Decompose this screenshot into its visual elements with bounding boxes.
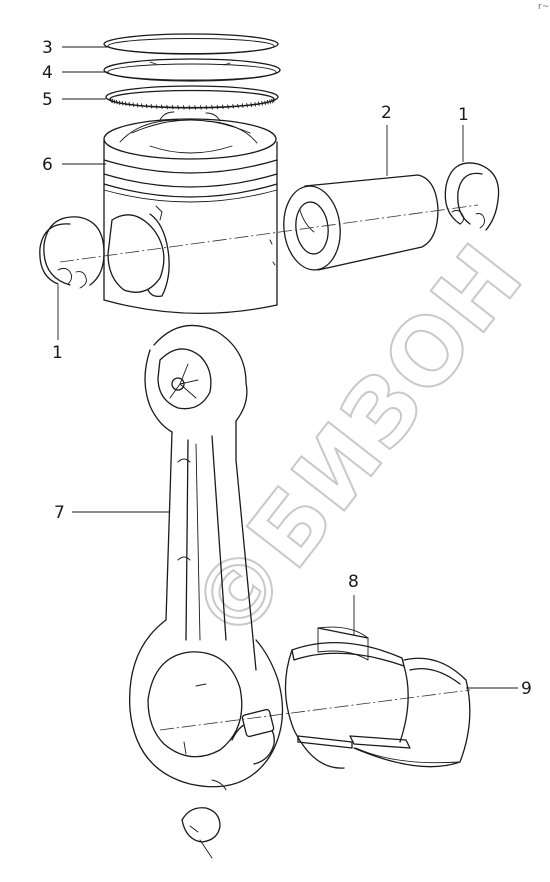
piston-pin [283,174,439,271]
oil-ring-coil-mark [250,102,253,108]
oil-ring-coil-mark [110,98,112,103]
snap-ring-left [39,216,105,289]
oil-ring-coil-mark [205,105,208,110]
oil-ring-coil-mark [188,105,191,110]
bearing-shell-9 [349,657,471,768]
oil-ring-coil-mark [216,104,219,110]
oil-ring-coil-mark [161,104,163,110]
oil-ring-coil-mark [246,102,248,108]
oil-ring-coil-mark [150,104,153,109]
leader-lines [57,46,518,689]
oil-ring-coil-mark [267,99,269,105]
oil-ring-coil-mark [254,102,256,107]
watermark: ©БИЗОН [169,223,546,663]
callout-1-left: 1 [52,343,63,363]
callout-4: 4 [42,63,53,83]
oil-ring-coil-mark [200,105,202,110]
oil-ring-coil-mark [145,103,148,109]
watermark-text: ©БИЗОН [170,224,545,662]
callout-7: 7 [54,503,65,523]
oil-ring-coil-mark [111,98,114,104]
oil-ring-coil-mark [272,98,275,103]
oil-ring-coil-mark [155,104,158,109]
piston-6 [103,111,278,315]
callout-3: 3 [42,38,53,58]
oil-ring-coil-mark [241,103,244,108]
oil-ring-coil-mark [261,101,263,106]
oil-ring-coil-mark [113,99,116,104]
crank-axis-line [159,689,471,731]
oil-ring-coil-mark [269,99,271,104]
oil-ring-coil-mark [258,101,260,107]
oil-ring-coil-mark [232,104,234,109]
oil-ring-coil-mark [136,102,139,108]
oil-ring-coil-mark [227,104,229,109]
callout-6: 6 [42,155,53,175]
oil-ring-coil-mark [141,103,143,108]
oil-ring-coil-mark [264,100,266,105]
connecting-rod-7 [128,324,284,859]
bearing-shell-8 [284,626,409,769]
oil-ring-coil-mark [171,104,174,110]
callout-5: 5 [42,90,53,110]
oil-ring-5 [105,85,279,110]
top-ring-3 [103,33,279,55]
oil-ring-coil-mark [183,105,185,110]
oil-ring-coil-mark [121,101,124,106]
oil-ring-coil-mark [271,98,273,104]
callout-2: 2 [381,103,392,123]
oil-ring-coil-mark [118,100,121,105]
oil-ring-coil-mark [237,103,239,109]
oil-ring-coil-mark [125,101,127,107]
callout-9: 9 [521,679,532,699]
oil-ring-coil-mark [211,104,213,110]
pin-axis-line [59,204,479,263]
oil-ring-coil-mark [166,104,168,110]
snap-ring-right [444,162,500,231]
oil-ring-coil-mark [194,105,196,110]
oil-ring-coil-mark [132,102,135,108]
oil-ring-coil-mark [222,104,224,110]
oil-ring-coil-mark [128,102,131,107]
callout-8: 8 [348,572,359,592]
corner-mark: r~ [538,2,549,12]
second-ring-4 [103,58,281,82]
oil-ring-coil-mark [177,105,179,110]
callout-1-right: 1 [458,105,469,125]
oil-ring-coil-mark [116,99,118,105]
